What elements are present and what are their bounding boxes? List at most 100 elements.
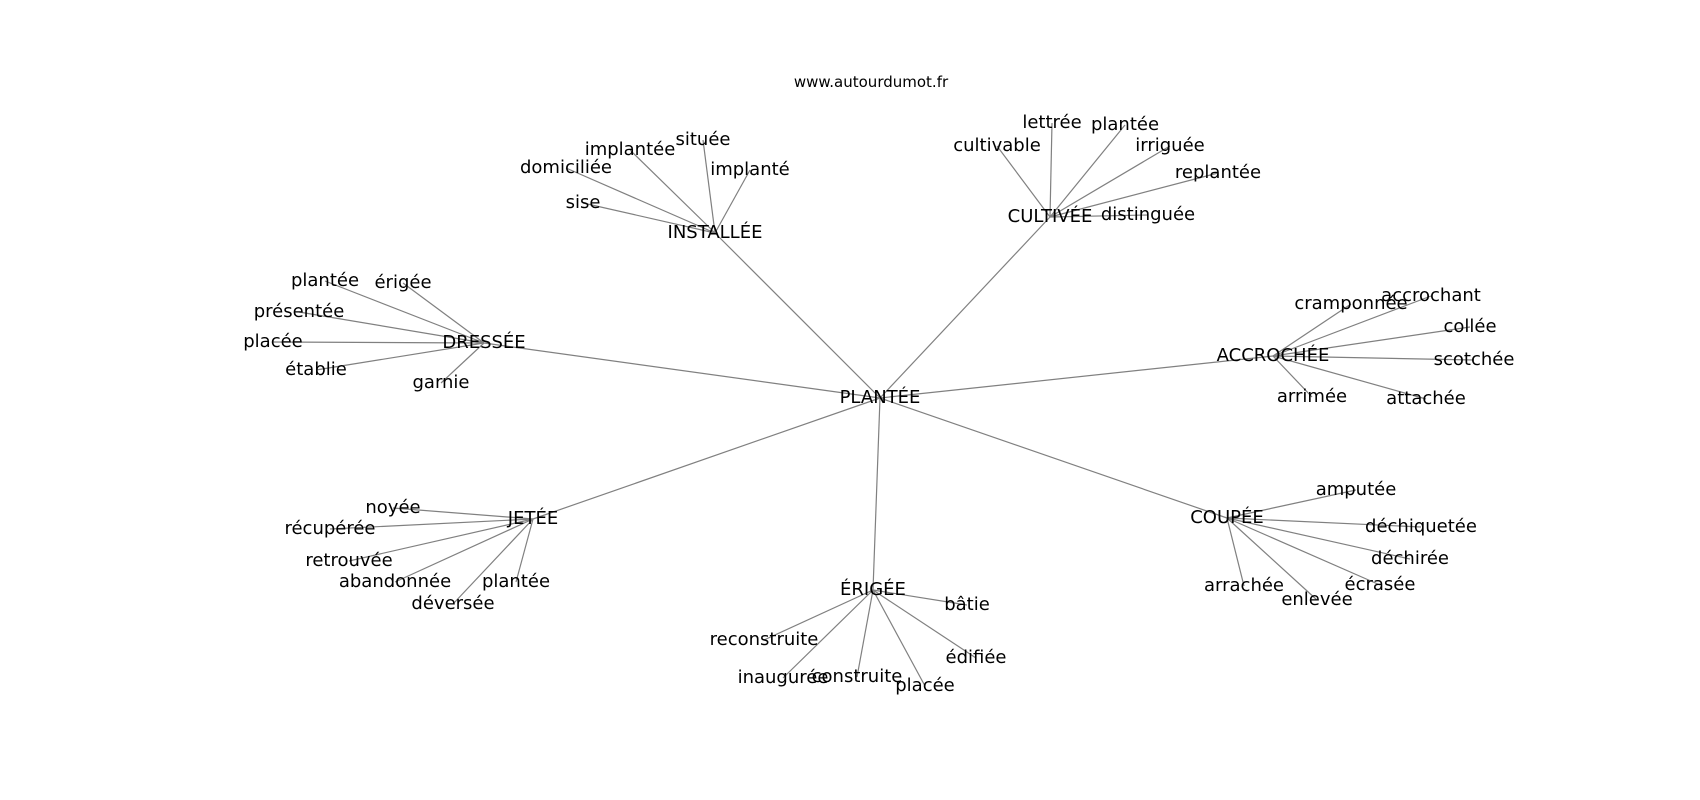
leaf-node: cultivable xyxy=(953,135,1041,156)
leaf-node: accrochant xyxy=(1381,285,1481,306)
edge-root-installee xyxy=(714,232,881,399)
edge-erigee-leaf xyxy=(872,589,968,606)
leaf-node: bâtie xyxy=(944,594,990,615)
leaf-node: reconstruite xyxy=(710,629,819,650)
leaf-node: replantée xyxy=(1175,162,1261,183)
edge-installee-leaf xyxy=(565,167,716,234)
leaf-node: construite xyxy=(812,666,903,687)
edge-cultivee-leaf xyxy=(1049,145,1171,218)
leaf-node: scotchée xyxy=(1434,349,1515,370)
edge-coupee-leaf xyxy=(1226,517,1422,528)
leaf-node: arrachée xyxy=(1204,575,1284,596)
edge-installee-leaf xyxy=(702,139,716,234)
edge-root-coupee xyxy=(879,397,1228,519)
edge-erigee-leaf xyxy=(782,589,874,679)
edge-installee-leaf xyxy=(582,202,716,234)
leaf-node: domiciliée xyxy=(520,157,612,178)
leaf-node: garnie xyxy=(412,372,469,393)
edge-root-accrochee xyxy=(879,355,1274,399)
edge-accrochee-leaf xyxy=(1272,295,1432,357)
leaf-node: enlevée xyxy=(1281,589,1352,610)
leaf-node: distinguée xyxy=(1101,204,1195,225)
edge-jetee-leaf xyxy=(394,518,534,583)
leaf-node: déversée xyxy=(411,593,494,614)
edge-root-jetee xyxy=(532,397,881,520)
leaf-node: récupérée xyxy=(284,518,375,539)
edge-dressee-leaf xyxy=(440,342,485,384)
edge-jetee-leaf xyxy=(329,518,534,530)
edge-erigee-leaf xyxy=(872,589,926,687)
edge-installee-leaf xyxy=(629,149,716,234)
cluster-node-installee: INSTALLÉE xyxy=(668,221,763,243)
leaf-node: édifiée xyxy=(946,647,1007,668)
edge-dressee-leaf xyxy=(402,282,485,344)
leaf-node: noyée xyxy=(365,497,420,518)
edge-cultivee-leaf xyxy=(1049,172,1219,218)
edge-coupee-leaf xyxy=(1226,517,1381,586)
cluster-node-jetee: JETÉE xyxy=(507,507,558,529)
cluster-node-erigee: ÉRIGÉE xyxy=(840,578,906,600)
edge-root-dressee xyxy=(483,342,881,399)
edge-root-cultivee xyxy=(879,216,1051,399)
leaf-node: placée xyxy=(243,331,303,352)
edge-erigee-leaf xyxy=(872,589,977,659)
leaf-node: amputée xyxy=(1316,479,1397,500)
edge-coupee-leaf xyxy=(1226,517,1411,560)
leaf-node: plantée xyxy=(291,270,359,291)
edge-jetee-leaf xyxy=(515,518,534,583)
leaf-node: écrasée xyxy=(1345,574,1416,595)
edge-root-erigee xyxy=(872,397,881,591)
edge-jetee-leaf xyxy=(452,518,534,605)
edge-accrochee-leaf xyxy=(1272,355,1427,400)
edge-cultivee-leaf xyxy=(1049,124,1126,218)
leaf-node: abandonnée xyxy=(339,571,451,592)
leaf-node: sise xyxy=(566,192,601,213)
leaf-node: lettrée xyxy=(1022,112,1081,133)
root-node: PLANTÉE xyxy=(840,386,921,408)
leaf-node: érigée xyxy=(374,272,431,293)
leaf-node: collée xyxy=(1443,316,1496,337)
site-url: www.autourdumot.fr xyxy=(794,73,949,91)
leaf-node: déchiquetée xyxy=(1365,516,1477,537)
edge-dressee-leaf xyxy=(272,341,485,344)
edge-erigee-leaf xyxy=(856,589,874,678)
leaf-node: arrimée xyxy=(1277,386,1347,407)
edges xyxy=(272,122,1475,687)
edge-cultivee-leaf xyxy=(1049,214,1149,218)
leaf-node: plantée xyxy=(1091,114,1159,135)
edge-jetee-leaf xyxy=(348,518,534,562)
leaf-node: attachée xyxy=(1386,388,1466,409)
edge-coupee-leaf xyxy=(1226,489,1357,519)
edge-accrochee-leaf xyxy=(1272,326,1471,357)
leaf-node: implanté xyxy=(710,159,790,180)
edge-jetee-leaf xyxy=(392,507,534,520)
leaf-node: plantée xyxy=(482,571,550,592)
edge-erigee-leaf xyxy=(763,589,874,641)
leaf-node: cramponnée xyxy=(1294,293,1407,314)
cluster-node-accrochee: ACCROCHÉE xyxy=(1217,344,1330,366)
edge-cultivee-leaf xyxy=(1049,122,1053,218)
cluster-node-cultivee: CULTIVÉE xyxy=(1008,205,1093,227)
edge-accrochee-leaf xyxy=(1272,355,1475,361)
edge-dressee-leaf xyxy=(315,342,485,371)
cluster-node-dressee: DRESSÉE xyxy=(442,331,525,353)
edge-dressee-leaf xyxy=(298,311,485,344)
cluster-node-coupee: COUPÉE xyxy=(1190,506,1264,528)
leaf-node: présentée xyxy=(254,301,345,322)
edge-coupee-leaf xyxy=(1226,517,1318,601)
leaf-node: retrouvée xyxy=(305,550,392,571)
leaf-node: déchirée xyxy=(1371,548,1449,569)
leaf-node: irriguée xyxy=(1135,135,1204,156)
leaf-node: placée xyxy=(895,675,955,696)
edge-dressee-leaf xyxy=(324,280,485,344)
edge-coupee-leaf xyxy=(1226,517,1245,587)
leaf-node: implantée xyxy=(585,139,676,160)
leaf-node: située xyxy=(676,129,731,150)
edge-accrochee-leaf xyxy=(1272,355,1313,398)
edge-accrochee-leaf xyxy=(1272,303,1352,357)
edge-cultivee-leaf xyxy=(996,145,1051,218)
edge-installee-leaf xyxy=(714,169,751,234)
leaf-node: inaugurée xyxy=(738,667,829,688)
